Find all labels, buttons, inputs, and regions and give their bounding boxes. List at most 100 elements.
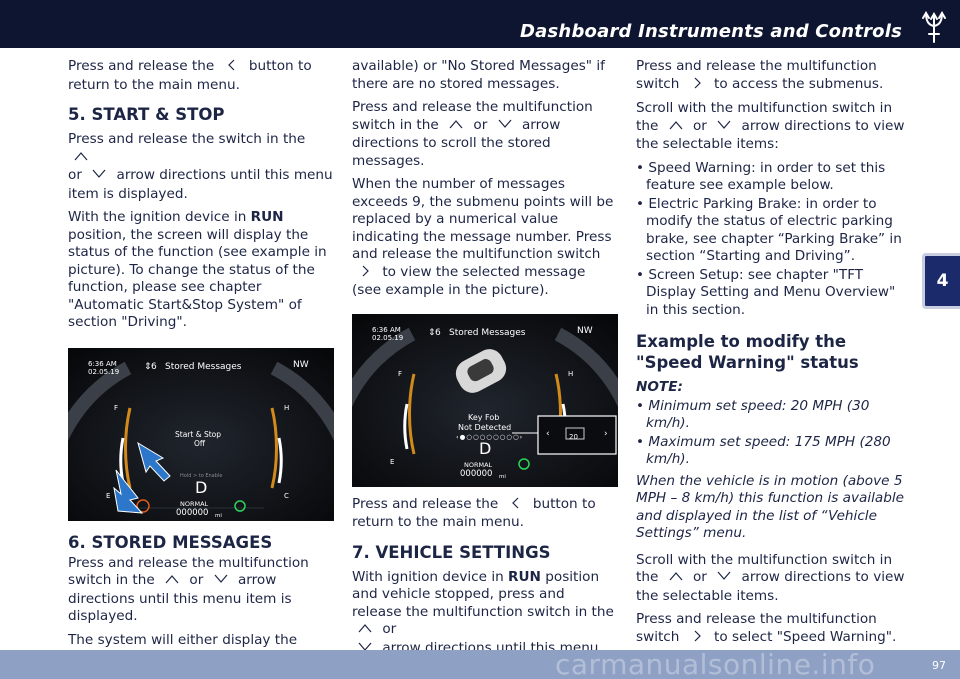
text: Press and release the multifunction swit… xyxy=(636,611,877,645)
chevron-down-icon xyxy=(208,573,234,591)
chevron-left-icon xyxy=(503,497,529,515)
chevron-right-icon xyxy=(352,265,378,283)
fuel-empty-label: E xyxy=(390,457,395,466)
sort-icon: ⇕ xyxy=(428,327,436,338)
temp-cold-label: C xyxy=(284,491,289,500)
cluster-graphics xyxy=(68,347,334,521)
cluster-image-start-stop: 6:36 AM 02.05.19 ⇕ 6 Stored Messages NW … xyxy=(68,347,334,521)
section-heading: 6. STORED MESSAGES xyxy=(68,532,273,552)
text: button to return to the main menu. xyxy=(352,495,596,531)
text: or xyxy=(469,116,492,133)
paragraph: Press and release the multifunction swit… xyxy=(68,555,334,626)
paragraph: Press and release the multifunction swit… xyxy=(636,58,908,94)
text: to access the submenus. xyxy=(709,75,884,92)
text: arrow directions until this menu item is… xyxy=(68,167,333,202)
text: or xyxy=(185,572,208,588)
text: Press and release the xyxy=(352,495,503,512)
gear-indicator: D xyxy=(195,477,208,497)
paragraph: Scroll with the multifunction switch in … xyxy=(636,100,908,154)
message-detail: Not Detected xyxy=(458,422,512,432)
text: arrow directions to scroll the stored me… xyxy=(352,116,561,169)
section-heading: Example to modify the "Speed Warning" st… xyxy=(636,332,859,372)
fuel-full-label: F xyxy=(114,403,119,412)
odometer: 000000 xyxy=(176,507,209,518)
clock-time: 6:36 AM xyxy=(372,325,401,334)
selectable-items-list: • Speed Warning: in order to set this fe… xyxy=(636,160,908,320)
column-3: Press and release the multifunction swit… xyxy=(636,58,908,653)
drive-mode: NORMAL xyxy=(464,460,493,469)
column-2: available) or "No Stored Messages" if th… xyxy=(352,58,618,679)
text: or xyxy=(688,569,712,585)
note-paragraph: When the vehicle is in motion (above 5 M… xyxy=(636,472,905,542)
odometer-unit: mi xyxy=(215,512,222,519)
arrow-up-left-icon xyxy=(137,441,171,482)
text: Press and release the multifunction swit… xyxy=(68,554,309,589)
note-title: NOTE: xyxy=(636,379,683,395)
chevron-down-icon xyxy=(352,641,378,659)
text: RUN xyxy=(508,568,541,585)
text: Press and release the multifunction swit… xyxy=(352,99,593,133)
text: button to return to the main menu. xyxy=(68,58,312,93)
paragraph: Press and release the switch in the or a… xyxy=(68,131,334,203)
header-title: Dashboard Instruments and Controls xyxy=(520,21,902,42)
clock-date: 02.05.19 xyxy=(88,367,120,376)
sort-icon: ⇕ xyxy=(144,361,152,372)
text: Press and release the multifunction swit… xyxy=(636,58,877,92)
chevron-down-icon xyxy=(711,119,737,137)
chevron-down-icon xyxy=(492,118,518,136)
chevron-left-icon xyxy=(219,59,245,77)
paragraph: Press and release the button to return t… xyxy=(68,58,334,94)
hint-text: Hold > to Enable xyxy=(180,472,223,479)
temp-hot-label: H xyxy=(568,369,574,378)
text: Press and release the xyxy=(68,58,219,74)
chevron-up-icon xyxy=(663,570,689,588)
list-item: • Maximum set speed: 175 MPH (280 km/h). xyxy=(636,433,891,468)
message-number: 20 xyxy=(569,432,578,441)
chevron-up-icon xyxy=(352,622,378,640)
text: Scroll with the multifunction switch in … xyxy=(636,100,893,134)
clock-date: 02.05.19 xyxy=(372,333,404,342)
pager-dots: ‹●○○○○○○○○› xyxy=(456,432,524,441)
paragraph: Press and release the multifunction swit… xyxy=(352,99,618,170)
message-count: 6 xyxy=(151,361,157,372)
chevron-up-icon xyxy=(443,118,469,136)
paragraph: When the number of messages exceeds 9, t… xyxy=(352,176,618,300)
text: RUN xyxy=(250,209,284,225)
chevron-left-icon: ‹ xyxy=(546,428,550,439)
message-title: Key Fob xyxy=(468,412,500,422)
text: arrow directions to view the selectable … xyxy=(636,569,905,604)
cluster-menu-title: Stored Messages xyxy=(165,361,242,372)
chevron-right-icon xyxy=(684,630,710,648)
paragraph: available) or "No Stored Messages" if th… xyxy=(352,58,605,92)
page-number: 97 xyxy=(932,659,946,672)
cluster-image-stored-messages: 6:36 AM 02.05.19 ⇕ 6 Stored Messages NW … xyxy=(352,313,618,487)
chevron-down-icon xyxy=(86,168,112,186)
message-count: 6 xyxy=(435,327,441,338)
compass-heading: NW xyxy=(293,359,309,370)
chapter-tab[interactable]: 4 xyxy=(922,253,960,309)
chevron-up-icon xyxy=(68,150,94,168)
odometer-unit: mi xyxy=(499,473,506,480)
text: to select "Speed Warning". xyxy=(709,628,897,645)
fuel-full-label: F xyxy=(398,369,403,378)
paragraph: Press and release the button to return t… xyxy=(352,496,618,532)
chevron-down-icon xyxy=(711,570,737,588)
text: or xyxy=(688,117,712,134)
text: Scroll with the multifunction switch in … xyxy=(636,551,893,586)
list-item: • Speed Warning: in order to set this fe… xyxy=(636,159,886,194)
page-header: Dashboard Instruments and Controls xyxy=(0,0,960,48)
status-title: Start & Stop xyxy=(175,429,221,439)
text: to view the selected message (see exampl… xyxy=(352,263,586,299)
trident-logo xyxy=(922,11,946,43)
drive-mode: NORMAL xyxy=(180,499,209,508)
chevron-up-icon xyxy=(159,573,185,591)
text: position and vehicle stopped, press and … xyxy=(352,568,614,620)
text: With the ignition device in xyxy=(68,209,251,225)
temp-hot-label: H xyxy=(284,403,290,412)
compass-heading: NW xyxy=(577,325,593,336)
status-value: Off xyxy=(194,438,206,448)
chevron-right-icon: › xyxy=(604,428,608,439)
clock-time: 6:36 AM xyxy=(88,359,117,368)
text: arrow directions until this menu item is… xyxy=(68,572,292,624)
text: or xyxy=(378,621,397,637)
